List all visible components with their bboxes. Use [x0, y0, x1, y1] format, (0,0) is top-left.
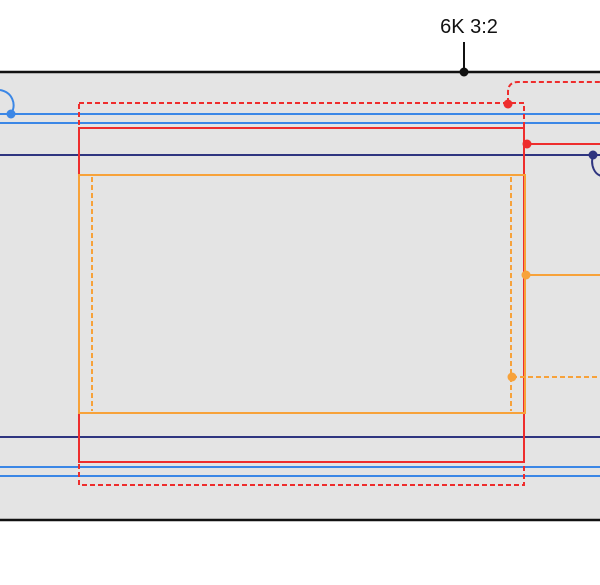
orange-dashed-callout-dot — [507, 372, 517, 382]
orange-solid-callout-dot — [521, 270, 531, 280]
navy-callout-dot — [588, 150, 598, 160]
red-solid-callout-dot — [522, 139, 532, 149]
red-dashed-callout-dot — [503, 99, 513, 109]
orange-solid-frame — [78, 174, 526, 414]
red-dashed-callout — [507, 81, 600, 103]
light-blue-callout-dot — [6, 109, 16, 119]
sensor-area — [0, 70, 600, 522]
sensor-label-dot — [459, 67, 469, 77]
sensor-label: 6K 3:2 — [440, 16, 498, 38]
